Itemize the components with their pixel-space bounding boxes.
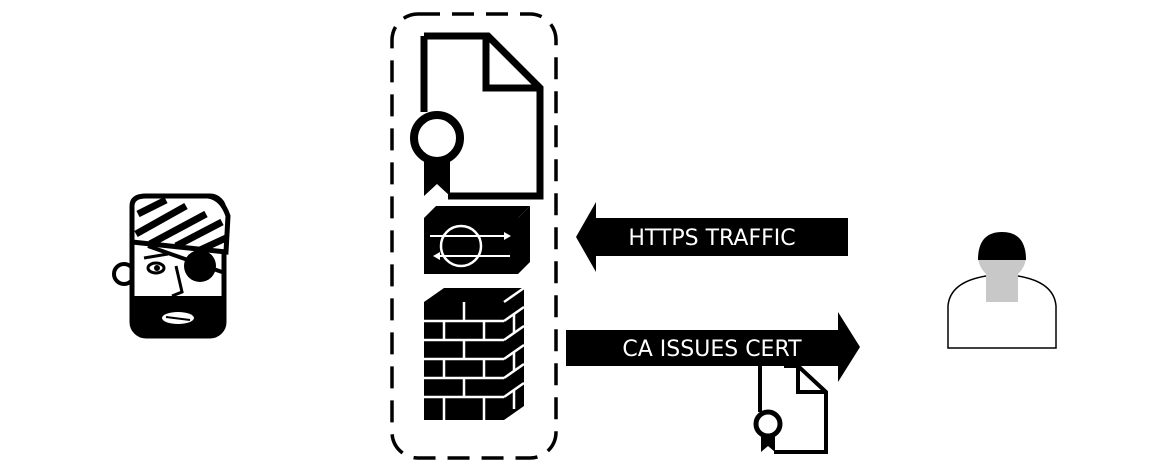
- https-traffic-label: HTTPS TRAFFIC: [628, 226, 795, 251]
- issued-certificate-icon: [753, 364, 828, 454]
- ca-issues-cert-arrow: CA ISSUES CERT: [566, 312, 860, 382]
- pirate-attacker-icon: [112, 193, 231, 339]
- ca-issues-cert-label: CA ISSUES CERT: [622, 337, 802, 362]
- https-traffic-arrow: HTTPS TRAFFIC: [576, 202, 848, 272]
- firewall-brick-wall-icon: [424, 286, 525, 420]
- user-client-icon: [947, 232, 1057, 349]
- certificate-document-icon: [410, 32, 544, 200]
- ssl-inspection-proxy-icon: [424, 206, 530, 274]
- inspection-boundary: [390, 12, 558, 460]
